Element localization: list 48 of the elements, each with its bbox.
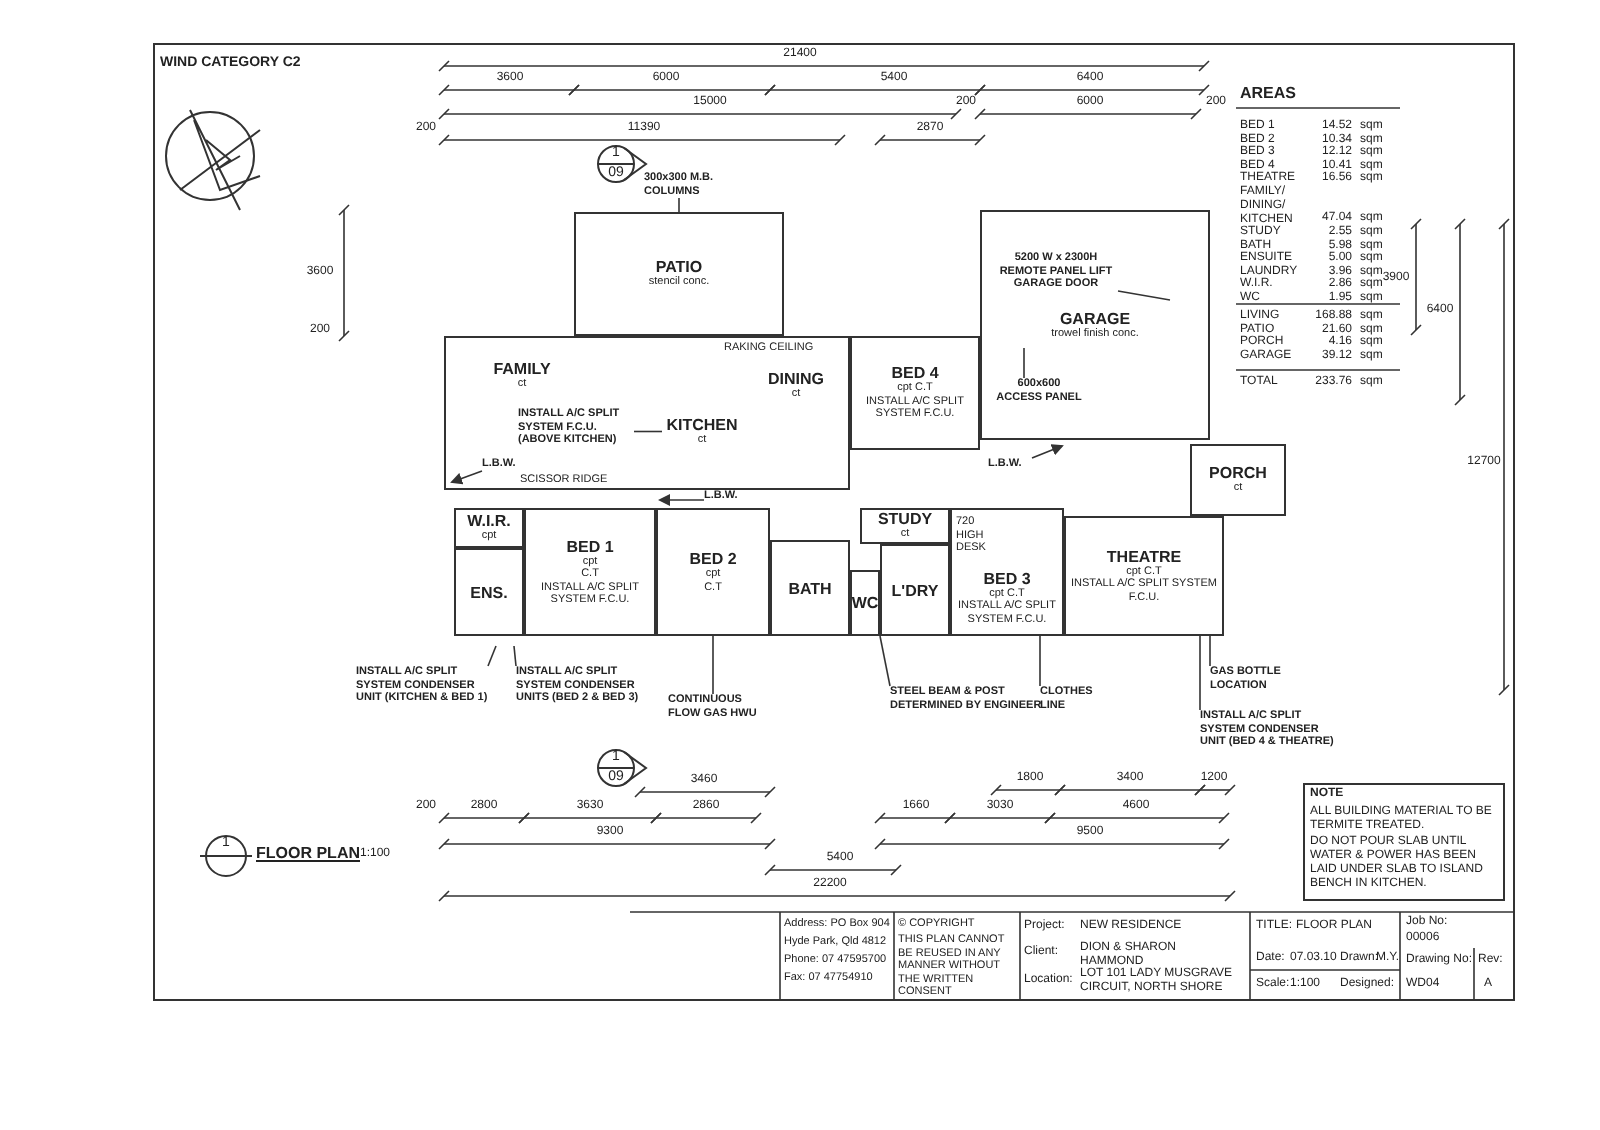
room-name: WC bbox=[851, 594, 879, 612]
room-outline bbox=[770, 540, 850, 636]
room-outline bbox=[454, 548, 524, 636]
room-outline bbox=[1190, 444, 1286, 516]
room-name: BED 3 bbox=[983, 569, 1031, 587]
room-outline bbox=[980, 210, 1210, 440]
room-name: KITCHEN bbox=[666, 416, 738, 434]
leader-line bbox=[678, 197, 680, 213]
room-name: THEATRE bbox=[1106, 547, 1182, 566]
room-name: FAMILY bbox=[493, 360, 551, 378]
room-name: ENS. bbox=[470, 583, 508, 601]
leader-line bbox=[1023, 347, 1025, 379]
living-area-outline bbox=[444, 336, 850, 490]
leader-line bbox=[513, 645, 517, 667]
leader-line bbox=[1209, 635, 1211, 667]
leader-line bbox=[712, 635, 714, 695]
room-name: BED 1 bbox=[566, 537, 614, 555]
room-outline bbox=[950, 508, 1064, 636]
room-name: PATIO bbox=[655, 258, 703, 277]
room-outline bbox=[656, 508, 770, 636]
room-name: BED 4 bbox=[891, 364, 939, 383]
room-name: L'DRY bbox=[891, 581, 939, 599]
room-name: BATH bbox=[788, 579, 832, 597]
leader-line bbox=[450, 470, 483, 485]
room-outline bbox=[454, 508, 524, 548]
room-name: PORCH bbox=[1209, 464, 1267, 483]
room-name: STUDY bbox=[877, 510, 933, 529]
room-outline bbox=[850, 570, 880, 636]
heading-text: FLOOR PLAN bbox=[256, 844, 360, 862]
room-outline bbox=[524, 508, 656, 636]
room-name: BED 2 bbox=[689, 550, 737, 568]
leader-line bbox=[658, 494, 705, 506]
heading-text: AREAS bbox=[1240, 84, 1297, 102]
room-name: DINING bbox=[768, 370, 824, 388]
room-outline bbox=[860, 508, 950, 544]
leader-line bbox=[1117, 290, 1171, 301]
room-outline bbox=[1064, 516, 1224, 636]
room-outline bbox=[850, 336, 980, 450]
leader-line bbox=[879, 635, 891, 687]
leader-line bbox=[633, 430, 663, 433]
leader-line bbox=[487, 645, 497, 667]
leader-line bbox=[1199, 635, 1201, 711]
room-outline bbox=[880, 544, 950, 636]
room-name: GARAGE bbox=[1059, 309, 1131, 328]
leader-line bbox=[1031, 444, 1064, 459]
room-outline bbox=[574, 212, 784, 336]
room-name: W.I.R. bbox=[467, 512, 511, 531]
leader-line bbox=[1039, 635, 1041, 687]
